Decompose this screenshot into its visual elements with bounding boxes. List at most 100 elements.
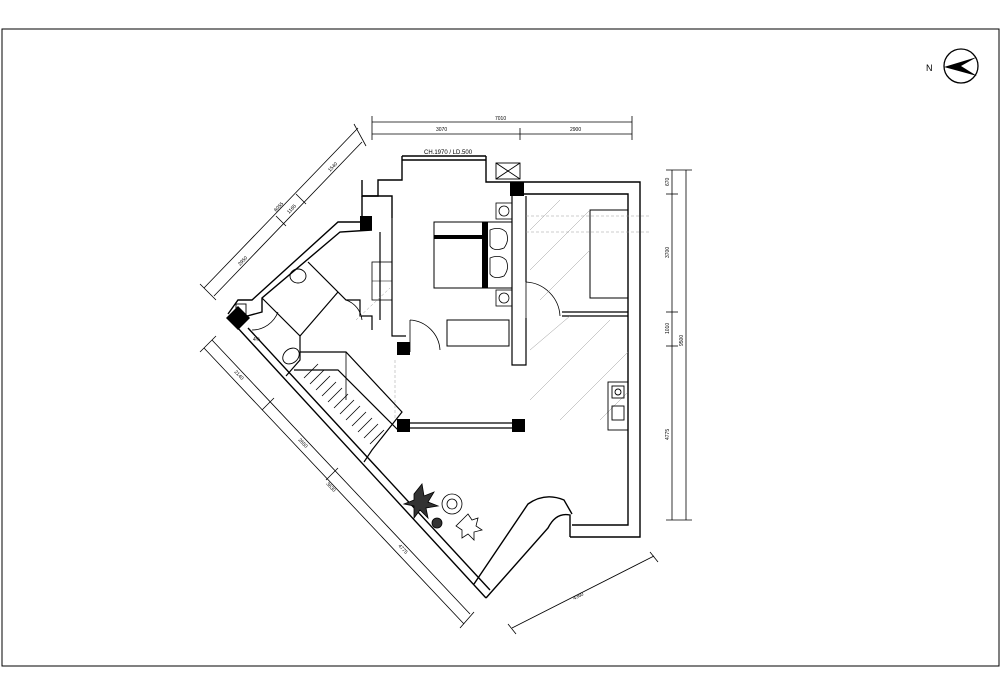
wall-diagonal-lower-inner	[247, 327, 491, 591]
wall-top-right-inner	[524, 193, 629, 526]
dim-top-left: 3070	[436, 127, 447, 133]
door-swing-living	[525, 281, 561, 318]
plant-icon	[446, 498, 458, 510]
sheet-border	[1, 28, 1000, 667]
bathroom-fixtures	[235, 268, 307, 365]
stair-tread	[357, 417, 373, 433]
stair-tread	[309, 369, 325, 385]
column	[360, 216, 372, 230]
window-note: CH.1970 / LD.500	[424, 150, 473, 156]
dim-line	[213, 141, 363, 297]
balcony-curved-wall-inner	[473, 496, 573, 585]
stair-tread	[345, 405, 361, 421]
dim-top-total: 7010	[495, 116, 506, 122]
dim-tick	[649, 551, 659, 563]
pillow	[489, 228, 508, 250]
washbasin-icon	[289, 268, 307, 284]
wall-diagonal-lower	[235, 325, 487, 599]
dim-tick	[325, 467, 339, 481]
sink-icon	[611, 405, 625, 421]
floor-hatching	[529, 199, 629, 421]
hatch-line	[559, 351, 629, 421]
dim-right-2: 3700	[665, 247, 671, 258]
stair-tread	[351, 411, 367, 427]
compass-arrow-icon	[944, 57, 977, 76]
bedside-table	[495, 289, 513, 307]
dim-tick	[353, 123, 367, 147]
wall-bathroom-c	[299, 291, 339, 337]
dim-line	[211, 339, 471, 615]
stair-tread	[363, 423, 379, 439]
double-bed	[433, 221, 513, 289]
dimension-lines	[199, 116, 692, 635]
ac-unit-cross	[495, 162, 521, 180]
dim-tick	[275, 215, 287, 227]
hatch-line	[529, 319, 611, 401]
compass-circle	[943, 48, 979, 84]
bed-frame	[433, 221, 513, 289]
stair-tread	[327, 387, 343, 403]
dim-tick	[261, 397, 275, 411]
balcony-plants	[402, 483, 483, 541]
north-compass: N	[926, 48, 979, 84]
wall-bedroom-living	[511, 196, 527, 366]
lamp-icon	[498, 205, 510, 217]
counter	[607, 381, 629, 431]
desk	[446, 319, 510, 347]
bed-headboard	[482, 222, 488, 288]
ac-unit-box	[495, 162, 521, 180]
balcony-curved-wall	[485, 513, 571, 599]
dim-line	[511, 555, 655, 629]
kitchen-counter	[607, 381, 629, 431]
hatch-line	[529, 315, 571, 351]
stair-tread	[369, 429, 385, 445]
column	[397, 419, 410, 432]
stair-tread	[315, 375, 331, 391]
wall-bedroom-left	[391, 218, 406, 337]
column	[510, 182, 524, 196]
stair-tread	[321, 381, 337, 397]
stair-wall-b	[294, 369, 399, 431]
stair-tread	[339, 399, 355, 415]
dim-bottom-right: 4360	[572, 591, 585, 601]
dim-tick	[459, 611, 475, 629]
stove-icon	[611, 385, 625, 399]
column	[512, 419, 525, 432]
door-swing-entry	[345, 299, 363, 321]
dash	[355, 287, 391, 321]
dim-top-right: 2900	[570, 127, 581, 133]
plant-icon	[455, 513, 483, 541]
dim-tick	[295, 193, 307, 205]
dim-upper-left-2: 1165	[286, 203, 298, 215]
dim-tick	[507, 623, 517, 635]
plant-icon	[441, 493, 463, 515]
bath-mark: 4%	[253, 337, 261, 343]
hatch-line	[529, 209, 591, 271]
hatch-line	[529, 199, 561, 231]
plant-icon	[402, 483, 440, 520]
dim-line	[203, 127, 359, 289]
plant-icon	[431, 517, 443, 529]
wall-top-right	[512, 181, 641, 538]
sofa	[589, 209, 629, 299]
burner-icon	[614, 388, 622, 396]
dim-right-4: 4775	[665, 429, 671, 440]
wall-top-left-inner	[362, 195, 393, 218]
dim-right-1: 670	[665, 177, 671, 186]
door-swing-bathroom	[251, 311, 279, 331]
lamp-icon	[498, 292, 510, 304]
bedside-tables	[495, 202, 513, 307]
hatch-line	[539, 249, 591, 301]
bed-divider	[434, 235, 484, 239]
north-label: N	[926, 63, 933, 73]
doors	[251, 281, 561, 352]
wall-top-left	[361, 156, 403, 197]
dim-tick	[199, 335, 217, 353]
wall-bathroom-b	[307, 261, 373, 330]
stair-wall	[300, 351, 403, 463]
staircase	[303, 352, 385, 445]
dim-right-3: 1010	[665, 323, 671, 334]
door-swing-bedroom	[409, 319, 441, 352]
dim-tick	[199, 283, 217, 301]
